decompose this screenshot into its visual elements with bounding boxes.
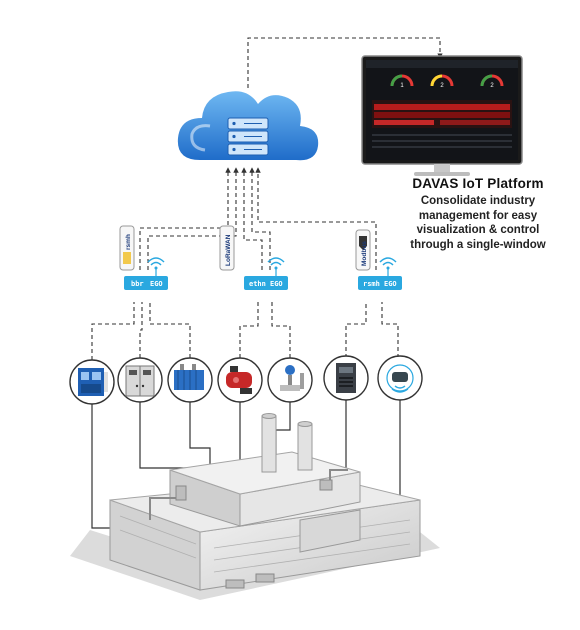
device-flow-meter [267,357,313,403]
device-transformer [167,357,213,403]
gateway-to-cloud-links [139,167,377,270]
platform-description-line: visualization & control [416,224,540,236]
cloud-to-dashboard-link [247,37,443,88]
protocol-badge-1: rsmh [119,225,135,271]
dashboard-monitor: 1 2 2 [361,55,523,176]
gateway-3: rsmh EGO Modbus [355,229,402,290]
device-boiler [217,357,263,403]
gateway-1: bbr EGO rsmh [119,225,168,290]
platform-description-line: Consolidate industry [420,195,536,207]
gateway-3-label-right: EGO [384,280,397,288]
device-control-cabinet [117,357,163,403]
platform-description-line: management for easy [418,209,538,222]
wifi-icon [379,257,397,276]
device-inverter [323,355,369,401]
gateway-1-label-left: bbr [131,280,144,288]
wireless-sensor-icon [386,364,414,393]
platform-description: Consolidate industry management for easy… [378,194,578,252]
transformer-icon [174,364,204,390]
protocol-badge-3: Modbus [355,229,371,271]
gauge-3-value: 2 [490,83,494,89]
device-to-gateway-links [91,302,399,360]
protocol-badge-1-text: rsmh [125,234,132,250]
electrical-panel-icon [78,368,108,396]
device-wireless-sensor [377,355,423,401]
gauge-2: 2 [430,74,454,89]
protocol-badge-3-text: Modbus [361,241,368,266]
factory-building [70,413,440,600]
control-cabinet-icon [125,365,155,397]
protocol-badge-2-text: LoRaWAN [225,234,232,266]
server-stack-icon [227,117,269,156]
wifi-icon [147,257,165,276]
protocol-badge-2: LoRaWAN [219,225,235,271]
inverter-icon [336,363,356,393]
gauge-1: 1 [390,74,414,89]
device-electrical-panel [69,359,115,405]
gateway-1-label-right: EGO [150,280,163,288]
flow-meter-icon [280,365,304,391]
gateway-2-label-left: ethn [249,280,266,288]
gateway-2-label-right: EGO [270,280,283,288]
cloud-icon [177,91,319,161]
platform-title: DAVAS IoT Platform [412,176,544,191]
gateway-3-label-left: rsmh [363,280,380,288]
gauge-1-value: 1 [400,83,404,89]
platform-description-line: through a single-window [410,238,546,251]
wifi-icon [267,257,285,276]
gauge-2-value: 2 [440,83,444,89]
gateway-2: ethn EGO LoRaWAN [219,225,288,290]
gauge-3: 2 [480,74,504,89]
platform-caption: DAVAS IoT Platform Consolidate industry … [378,176,578,252]
boiler-icon [226,366,252,394]
